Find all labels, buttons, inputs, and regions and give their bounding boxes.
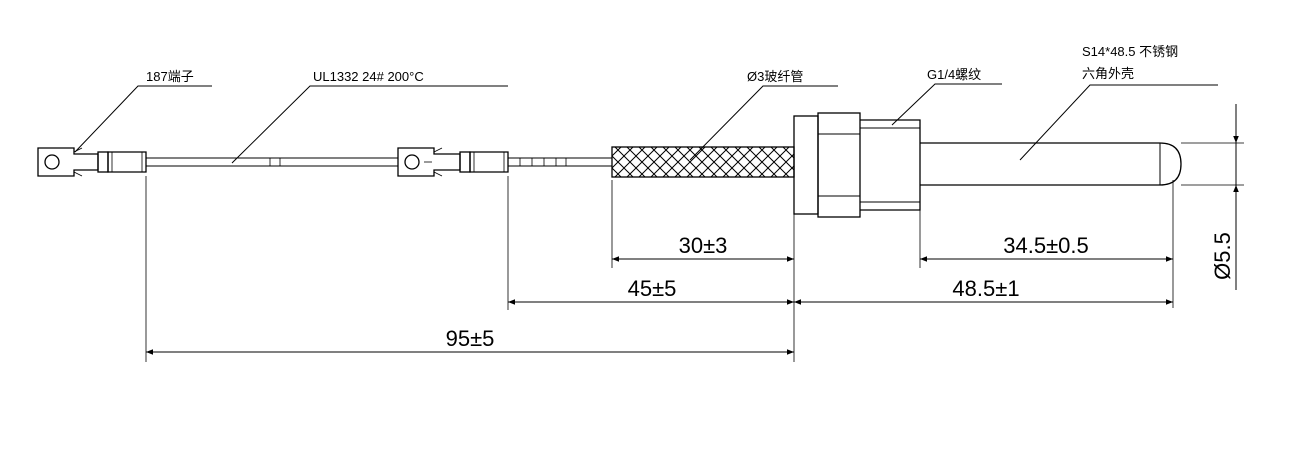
dim-diameter: Ø5.5 [1210,104,1239,290]
label-sleeve: Ø3玻纤管 [747,69,803,84]
label-housing-line1: S14*48.5 不锈钢 [1082,44,1178,59]
dim-diameter-text: Ø5.5 [1210,232,1235,280]
label-housing-line2: 六角外壳 [1082,66,1134,81]
middle-terminal [397,147,509,177]
dim-housing: 48.5±1 [794,276,1173,305]
leader-housing: S14*48.5 不锈钢 六角外壳 [1019,44,1218,161]
dim-probe-text: 34.5±0.5 [1003,233,1088,258]
wire-segment-1 [146,157,398,167]
dim-total-text: 95±5 [446,326,495,351]
leader-wire: UL1332 24# 200°C [231,69,508,164]
left-terminal [37,147,147,177]
dim-sleeve: 30±3 [612,233,794,262]
dim-lead: 45±5 [508,276,794,305]
label-terminal: 187端子 [146,69,194,84]
label-wire: UL1332 24# 200°C [313,69,424,84]
leader-terminal: 187端子 [74,69,212,153]
dim-probe: 34.5±0.5 [920,233,1173,262]
dim-lead-text: 45±5 [628,276,677,301]
hex-housing [793,112,921,218]
extension-lines [145,142,1244,362]
leader-thread: G1/4螺纹 [891,67,1002,126]
dim-housing-text: 48.5±1 [952,276,1019,301]
wire-segment-2 [508,157,612,167]
probe-tube [920,142,1182,186]
leader-sleeve: Ø3玻纤管 [689,69,838,161]
dim-sleeve-text: 30±3 [679,233,728,258]
dim-total: 95±5 [146,326,794,355]
label-thread: G1/4螺纹 [927,67,981,82]
fiber-sleeve [611,146,795,178]
